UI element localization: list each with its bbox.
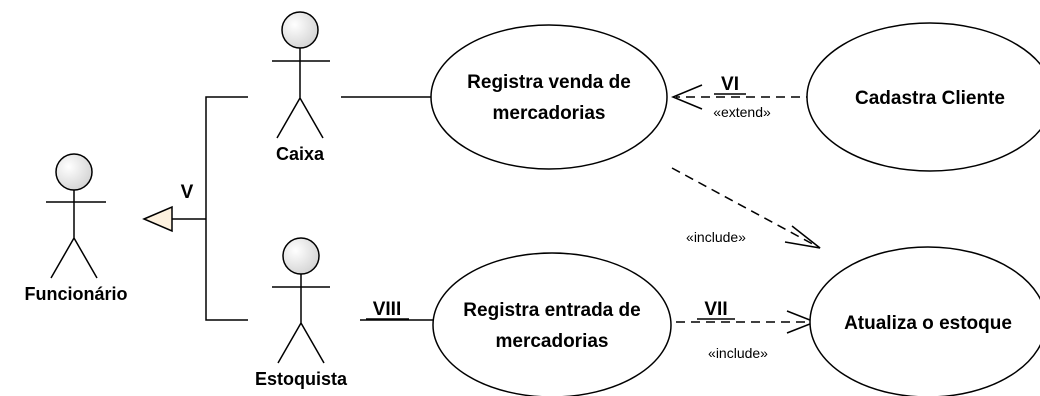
generalization-connector (172, 96, 248, 321)
use-case-registra-entrada[interactable]: Registra entrada de mercadorias (432, 252, 672, 396)
actor-funcionario-label: Funcionário (25, 284, 128, 304)
include-relationship-top (671, 167, 821, 249)
use-case-registra-entrada-line1: Registra entrada de (463, 300, 640, 321)
actor-caixa[interactable]: Caixa (272, 11, 330, 164)
label-vii: VII (704, 299, 727, 320)
stereotype-include-bottom: «include» (708, 345, 768, 361)
generalization-arrowhead (142, 205, 173, 233)
use-case-atualiza-estoque[interactable]: Atualiza o estoque (809, 246, 1040, 396)
actor-funcionario[interactable]: Funcionário (25, 153, 128, 304)
use-case-atualiza-estoque-label: Atualiza o estoque (844, 313, 1012, 334)
actor-caixa-label: Caixa (276, 144, 325, 164)
use-case-registra-venda-line1: Registra venda de (467, 72, 631, 93)
actor-estoquista[interactable]: Estoquista (255, 237, 348, 389)
label-v: V (181, 182, 194, 203)
use-case-cadastra-cliente[interactable]: Cadastra Cliente (806, 22, 1040, 172)
actor-caixa-body (272, 48, 330, 139)
stereotype-extend: «extend» (713, 104, 771, 120)
actor-estoquista-body (272, 274, 330, 364)
actor-funcionario-head (55, 153, 93, 191)
extend-arrowhead (671, 84, 703, 110)
label-vi: VI (721, 74, 739, 95)
actor-caixa-head (281, 11, 319, 49)
use-case-registra-venda-line2: mercadorias (492, 103, 605, 124)
use-case-registra-venda[interactable]: Registra venda de mercadorias (430, 24, 668, 170)
stereotype-include-top: «include» (686, 229, 746, 245)
actor-funcionario-body (46, 190, 106, 279)
use-case-cadastra-cliente-label: Cadastra Cliente (855, 88, 1005, 109)
include-arrowhead-top (784, 225, 821, 249)
actor-estoquista-label: Estoquista (255, 369, 348, 389)
use-case-registra-entrada-line2: mercadorias (495, 331, 608, 352)
actor-estoquista-head (282, 237, 320, 275)
label-viii: VIII (373, 299, 402, 320)
